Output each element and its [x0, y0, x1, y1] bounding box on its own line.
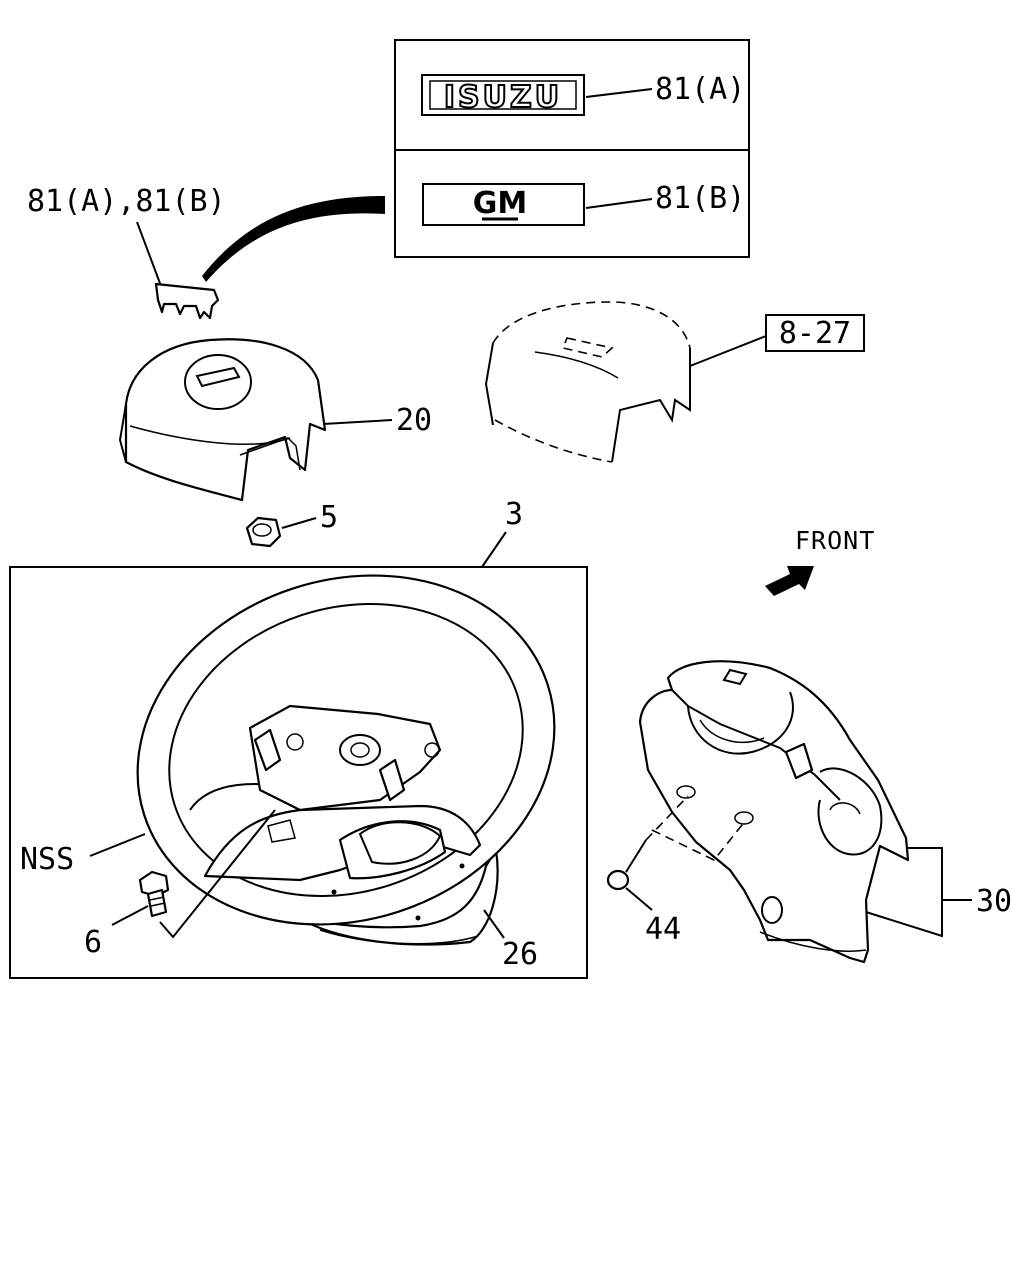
nut: 5: [245, 500, 338, 548]
column-cover: 30: [638, 660, 1012, 964]
callout-81a-81b: 81(A),81(B): [27, 184, 226, 219]
bolt: 6: [84, 809, 276, 960]
callout-81b: 81(B): [655, 181, 745, 216]
gm-emblem: GM: [422, 183, 585, 226]
isuzu-emblem: ISUZU: [421, 74, 585, 116]
front-direction-indicator: FRONT: [765, 526, 875, 596]
callout-5: 5: [320, 500, 338, 535]
isuzu-logo-text: ISUZU: [444, 80, 562, 115]
callout-44: 44: [645, 912, 681, 947]
callout-3: 3: [505, 497, 523, 532]
front-label: FRONT: [795, 526, 875, 555]
callout-6: 6: [84, 925, 102, 960]
front-arrow-icon: [765, 566, 814, 596]
screw: 44: [606, 795, 747, 947]
steering-wheel-assembly: 3 26 NSS: [9, 497, 588, 979]
callout-26: 26: [502, 937, 538, 972]
callout-nss: NSS: [20, 842, 74, 877]
callout-30: 30: [976, 884, 1012, 919]
callout-8-27: 8-27: [779, 316, 851, 351]
emblem-clip: 81(A),81(B): [27, 184, 385, 320]
emblem-inset: ISUZU 81(A) GM 81(B): [394, 39, 750, 258]
callout-81a: 81(A): [655, 72, 745, 107]
reference-cover: 8-27: [484, 301, 865, 463]
horn-pad-cover: 20: [118, 338, 432, 502]
gm-logo-text: GM: [473, 186, 527, 221]
callout-20: 20: [396, 403, 432, 438]
